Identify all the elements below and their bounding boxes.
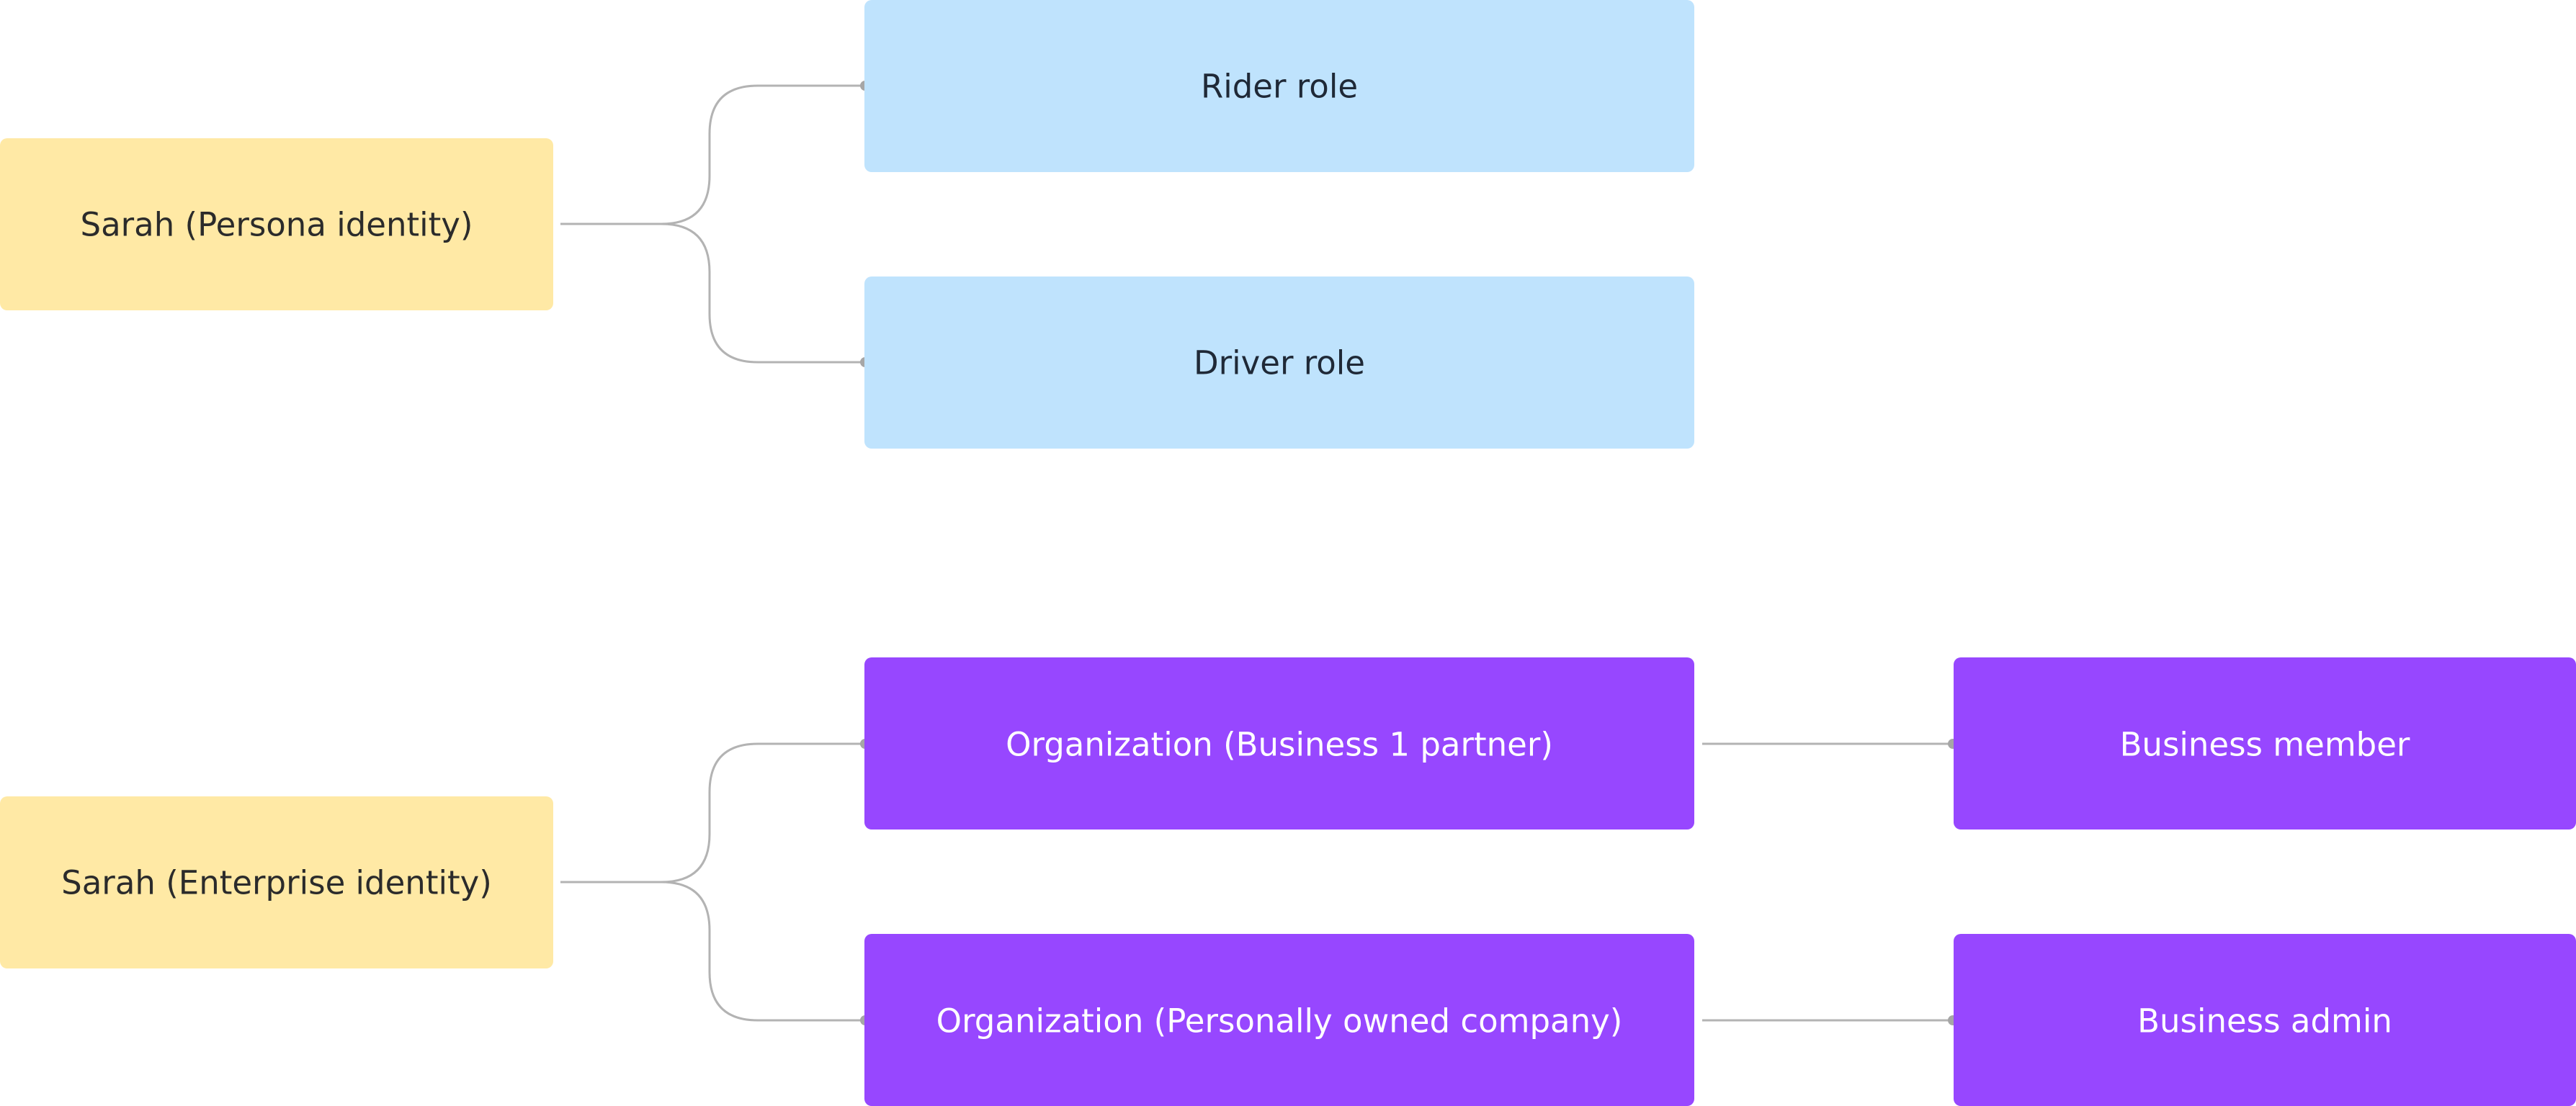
persona-identity-box [0,138,553,310]
business-admin-label: Business admin [2137,1002,2392,1040]
connector-enterprise-to-org-1 [560,742,864,884]
business-member-label: Business member [2120,726,2410,764]
enterprise-identity-node: Sarah (Enterprise identity) [0,796,553,968]
driver-role-node: Driver role [864,276,1694,449]
rider-role-node: Rider role [864,0,1694,172]
business-admin-box [1954,934,2576,1106]
connector-persona-to-driver [560,222,864,364]
rider-role-label: Rider role [1201,68,1358,106]
persona-identity-node: Sarah (Persona identity) [0,138,553,310]
business-member-node: Business member [1954,657,2576,830]
organization-node-2: Organization (Personally owned company) [864,934,1694,1106]
driver-role-label: Driver role [1194,344,1365,382]
rider-role-box [864,0,1694,172]
driver-role-box [864,276,1694,449]
enterprise-identity-box [0,796,553,968]
organization-label-1: Organization (Business 1 partner) [1006,726,1553,764]
connector-enterprise-to-org-2 [560,881,864,1022]
persona-connectors [560,81,870,367]
enterprise-identity-label: Sarah (Enterprise identity) [61,864,492,902]
business-member-box [1954,657,2576,830]
business-admin-node: Business admin [1954,934,2576,1106]
persona-identity-label: Sarah (Persona identity) [81,206,473,244]
organization-box-2 [864,934,1694,1106]
organization-node-1: Organization (Business 1 partner) [864,657,1694,830]
organization-label-2: Organization (Personally owned company) [936,1002,1623,1040]
organization-box-1 [864,657,1694,830]
connector-persona-to-rider [560,84,864,225]
